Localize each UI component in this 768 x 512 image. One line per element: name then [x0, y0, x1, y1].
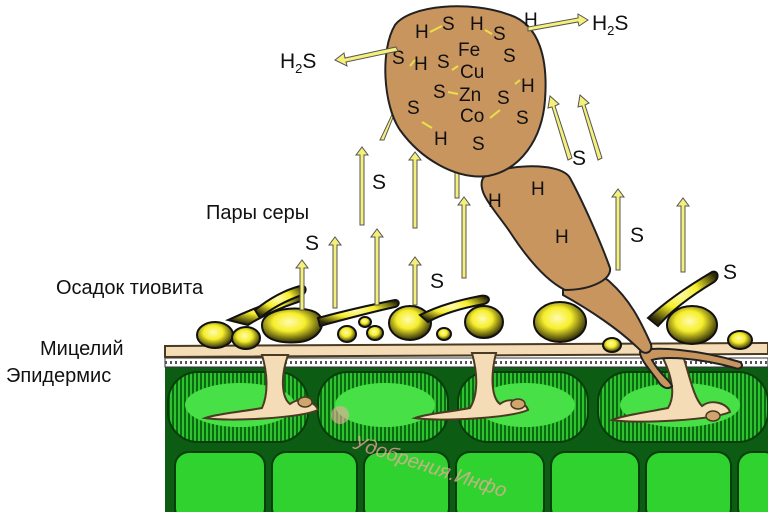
- stalk-h-1: H: [531, 179, 545, 200]
- s-mark-0: S: [372, 171, 386, 194]
- s-mark-4: S: [630, 224, 644, 247]
- labels: Пары серы Осадок тиовита Мицелий Эпидерм…: [6, 202, 309, 387]
- spore-el-8: S: [433, 82, 446, 103]
- spore-el-3: S: [493, 24, 506, 45]
- s-mark-3: S: [572, 147, 586, 170]
- spore-elements: H S H S S H S S S H S S H S S H S Fe Cu …: [392, 10, 538, 155]
- spore-el-12: H: [434, 129, 448, 150]
- mesophyll-cells: [174, 451, 768, 512]
- metal-zn: Zn: [459, 85, 481, 106]
- spore-el-4: S: [392, 48, 405, 69]
- spore-el-5: H: [414, 54, 428, 75]
- stalk-h-2: H: [555, 227, 569, 248]
- stalk-h-0: H: [488, 191, 502, 212]
- label-sulfur-vapors: Пары серы: [206, 202, 309, 224]
- spore-el-10: S: [497, 88, 510, 109]
- spore-el-11: S: [407, 98, 420, 119]
- h2s-right: H2S: [592, 12, 628, 38]
- spore-el-7: S: [503, 46, 516, 67]
- thiovit-sediment: [196, 270, 753, 353]
- epidermis-cells: [167, 371, 768, 443]
- sulfur-marks: S S S S S S S: [305, 147, 737, 293]
- s-mark-5: S: [723, 261, 737, 284]
- svg-text:H2S: H2S: [592, 12, 628, 38]
- metal-cu: Cu: [460, 62, 484, 83]
- fungus-body: [384, 5, 744, 390]
- spore-arrows: [409, 25, 521, 129]
- label-epidermis: Эпидермис: [6, 365, 111, 387]
- metal-co: Co: [460, 106, 484, 127]
- spore-el-14: S: [516, 108, 529, 129]
- svg-text:H2S: H2S: [280, 50, 316, 76]
- spore-el-2: H: [470, 14, 484, 35]
- stalk-hydrogen: H H H: [488, 179, 569, 248]
- spore-el-0: H: [415, 22, 429, 43]
- spore-el-13: S: [472, 134, 485, 155]
- spore-el-9: H: [521, 76, 535, 97]
- h2s-left: H2S: [280, 50, 316, 76]
- label-mycelium: Мицелий: [40, 338, 124, 360]
- spore-el-1: S: [442, 14, 455, 35]
- spore-el-6: S: [437, 52, 450, 73]
- label-thiovit-sediment: Осадок тиовита: [56, 277, 204, 299]
- s-mark-2: S: [430, 270, 444, 293]
- h2s-arrows: [334, 13, 589, 67]
- s-mark-1: S: [305, 232, 319, 255]
- metal-fe: Fe: [458, 40, 480, 61]
